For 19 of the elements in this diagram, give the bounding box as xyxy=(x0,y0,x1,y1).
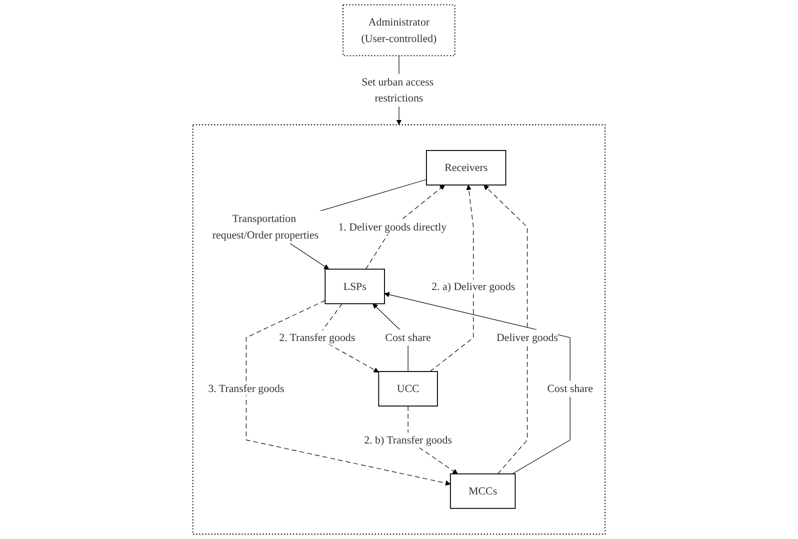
edge-label: 2. b) Transfer goods xyxy=(364,434,452,446)
edge-label: 2. Transfer goods xyxy=(279,331,356,344)
node-box: UCC xyxy=(378,371,438,407)
edge-label: Deliver goods xyxy=(496,331,558,344)
edge-label: 1. Deliver goods directly xyxy=(338,220,447,233)
arrow xyxy=(484,184,528,474)
node-box: LSPs xyxy=(324,268,385,304)
edge-label: 3. Transfer goods xyxy=(208,382,284,395)
edge-label: Set urban access restrictions xyxy=(362,76,434,104)
edge-label: Transportation request/Order properties xyxy=(212,212,319,242)
arrow xyxy=(430,184,474,372)
edge-label: Cost share xyxy=(547,382,593,395)
arrow xyxy=(365,184,445,270)
edge-label: Cost share xyxy=(385,331,431,344)
edge-label: 2. a) Deliver goods xyxy=(432,280,516,292)
node-box: Receivers xyxy=(426,150,506,186)
cluster xyxy=(192,124,606,535)
node-box: Administrator (User-controlled) xyxy=(342,4,456,56)
node-box: MCCs xyxy=(450,473,516,509)
